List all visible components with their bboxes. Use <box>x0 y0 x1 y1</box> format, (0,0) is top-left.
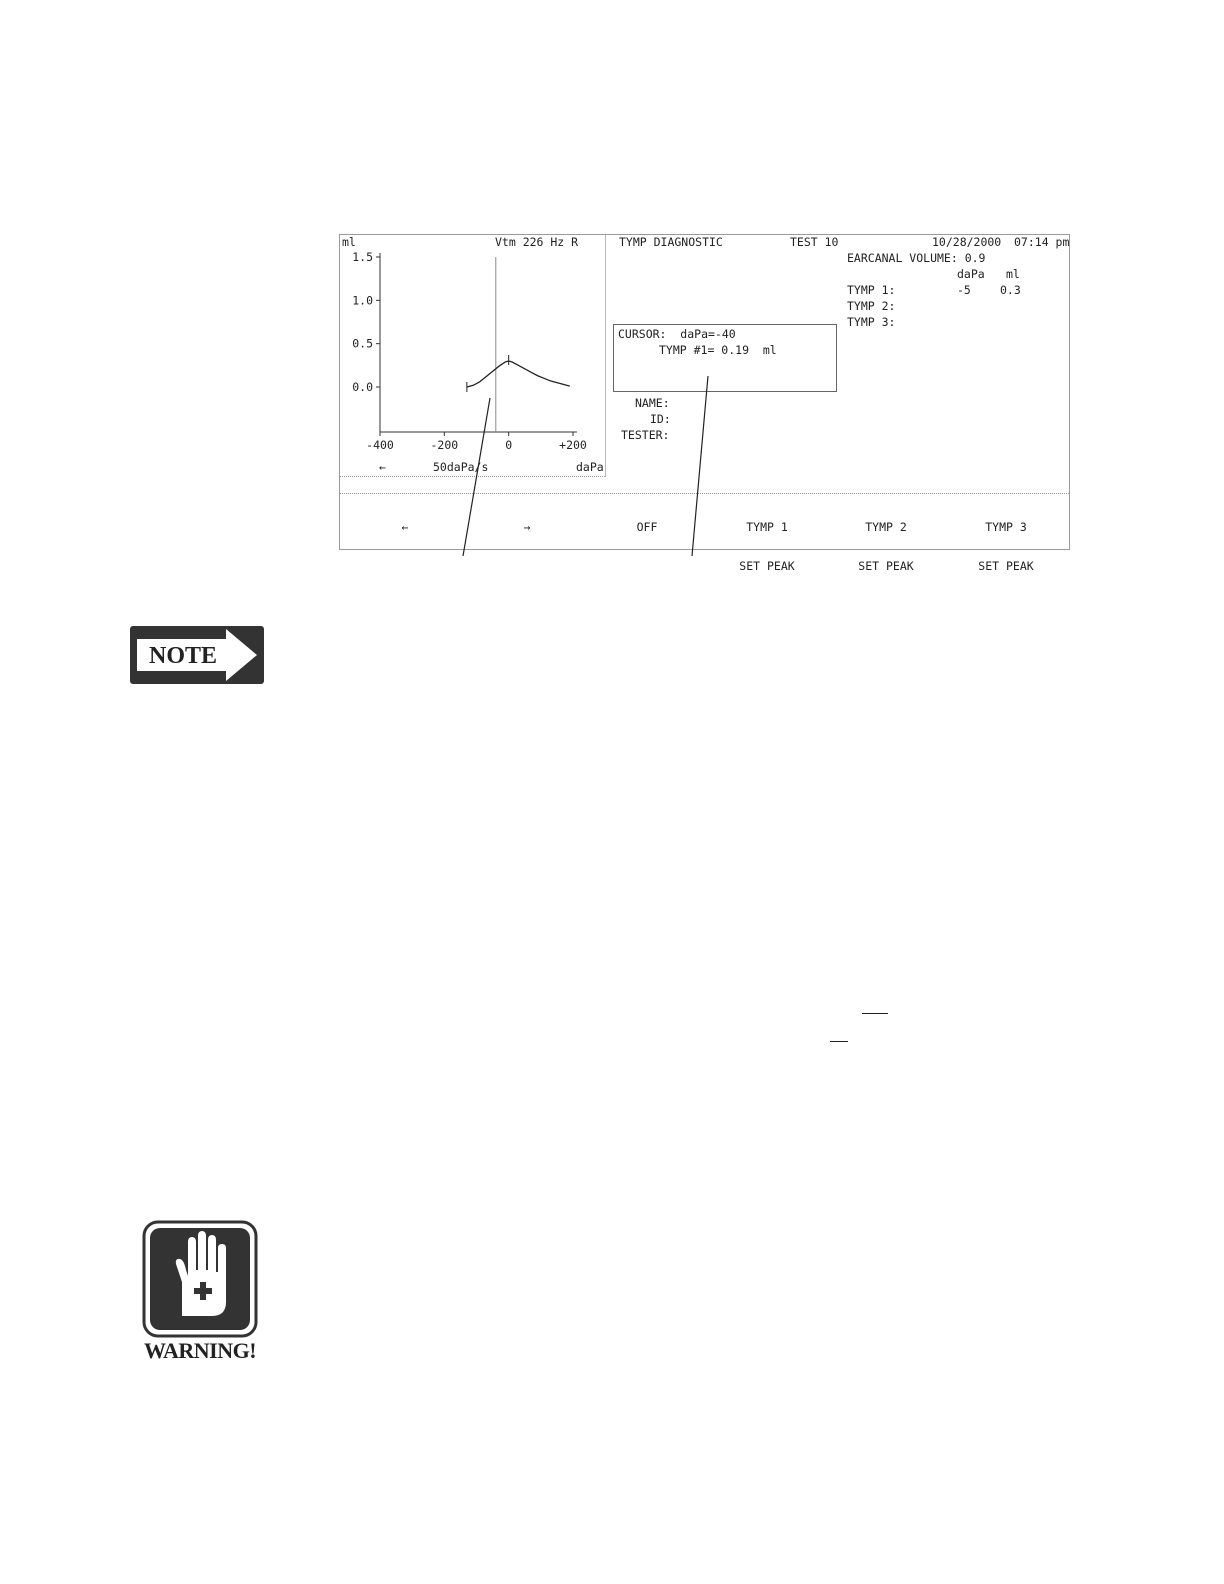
softkey-tymp2-line2: SET PEAK <box>858 559 914 573</box>
x-tick-label: 0 <box>505 438 512 452</box>
probe-label: Vtm 226 Hz R <box>495 235 579 249</box>
tymp2-label: TYMP 2: <box>847 299 896 313</box>
softkey-divider <box>340 493 1069 494</box>
cursor-dapa: CURSOR: daPa=-40 <box>618 327 736 341</box>
softkey-cursor-left-label: ← <box>401 520 409 534</box>
y-tick-label: 1.5 <box>352 250 373 264</box>
note-icon: NOTE <box>130 626 264 684</box>
x-tick-label: +200 <box>559 438 587 452</box>
warning-label: WARNING! <box>143 1338 257 1363</box>
test-number: TEST 10 <box>790 235 839 249</box>
softkey-cursor-right-label: → <box>523 520 531 534</box>
underline-mark <box>862 1013 888 1014</box>
softkey-cursor-left[interactable]: ← <box>380 495 430 560</box>
cursor-readout-box: CURSOR: daPa=-40 TYMP #1= 0.19 ml <box>613 324 837 392</box>
note-label: NOTE <box>149 643 217 669</box>
date-readout: 10/28/2000 <box>932 235 1002 249</box>
x-tick-label: -200 <box>430 438 458 452</box>
softkey-tymp3-line1: TYMP 3 <box>985 520 1027 534</box>
leader-line-readout <box>691 375 709 557</box>
softkey-tymp2-line1: TYMP 2 <box>865 520 907 534</box>
col-header-dapa: daPa <box>957 267 985 281</box>
rate-label: 50daPa/s <box>433 460 489 474</box>
col-header-ml: ml <box>1006 267 1020 281</box>
softkey-tymp1-line2: SET PEAK <box>739 559 795 573</box>
tympanogram-chart: 0.0 0.5 1.0 1.5 -400 -200 0 +200 <box>352 250 587 452</box>
y-unit-label: ml <box>342 235 356 249</box>
tymp1-dapa: -5 <box>957 283 971 297</box>
underline-mark <box>830 1041 848 1042</box>
tymp1-label: TYMP 1: <box>847 283 896 297</box>
softkey-tymp1-set-peak[interactable]: TYMP 1 SET PEAK <box>732 495 802 599</box>
x-unit-label: daPa <box>576 460 604 474</box>
earcanal-volume: EARCANAL VOLUME: 0.9 <box>847 251 986 265</box>
instrument-screen: ml Vtm 226 Hz R 0.0 0.5 1.0 1.5 -400 -200 0 +20… <box>339 234 1070 573</box>
patient-name-label: NAME: <box>635 396 670 410</box>
softkey-tymp2-set-peak[interactable]: TYMP 2 SET PEAK <box>851 495 921 599</box>
softkey-tymp1-line1: TYMP 1 <box>746 520 788 534</box>
softkey-tymp3-line2: SET PEAK <box>978 559 1034 573</box>
softkey-tymp3-set-peak[interactable]: TYMP 3 SET PEAK <box>971 495 1041 599</box>
mode-title: TYMP DIAGNOSTIC <box>619 235 723 249</box>
leader-line-cursor <box>462 397 491 557</box>
softkey-off[interactable]: OFF <box>622 495 672 560</box>
rate-arrow: ← <box>379 460 386 474</box>
tymp-curve <box>466 360 570 388</box>
warning-hand-icon <box>138 1220 262 1368</box>
tymp1-ml: 0.3 <box>1000 283 1021 297</box>
panel-divider <box>605 235 606 477</box>
patient-id-label: ID: <box>650 412 671 426</box>
x-tick-label: -400 <box>366 438 394 452</box>
graph-bottom-divider <box>340 476 605 477</box>
softkey-off-label: OFF <box>636 520 658 534</box>
cursor-tymp-value: TYMP #1= 0.19 ml <box>659 343 777 357</box>
tester-label: TESTER: <box>621 428 670 442</box>
y-tick-label: 0.5 <box>352 337 373 351</box>
y-tick-label: 0.0 <box>352 380 373 394</box>
tymp3-label: TYMP 3: <box>847 315 896 329</box>
time-readout: 07:14 pm <box>1014 235 1070 249</box>
softkey-cursor-right[interactable]: → <box>502 495 552 560</box>
y-tick-label: 1.0 <box>352 293 373 307</box>
callout-leaders <box>462 375 709 557</box>
